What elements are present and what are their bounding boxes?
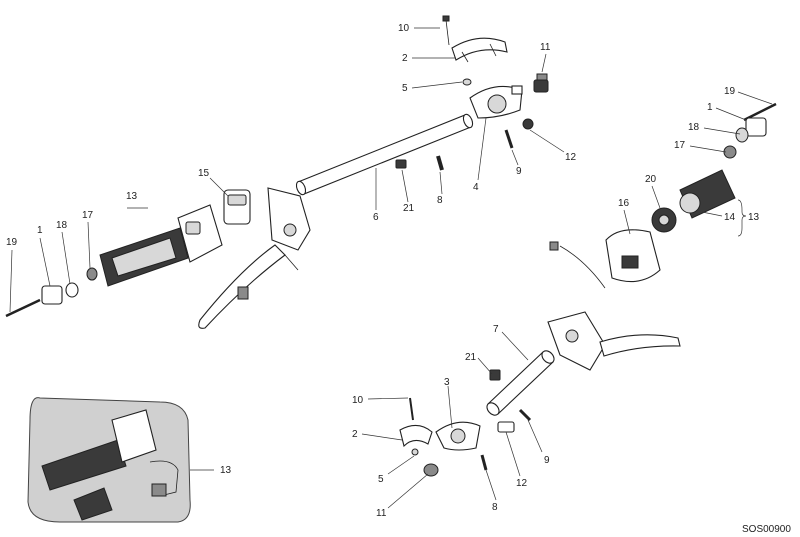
right-handlebar-assembly bbox=[399, 102, 777, 477]
callout-19-left: 19 bbox=[6, 237, 18, 248]
callout-21-top: 21 bbox=[403, 203, 415, 214]
callout-21-bottom: 21 bbox=[465, 352, 477, 363]
ring-20 bbox=[651, 207, 677, 233]
callout-labels: 10 2 5 11 12 9 4 8 21 6 15 13 19 1 18 17… bbox=[6, 23, 760, 519]
callout-13-inset: 13 bbox=[220, 465, 232, 476]
callout-15: 15 bbox=[198, 168, 210, 179]
nut-top bbox=[522, 118, 534, 130]
switch-block-15 bbox=[223, 189, 251, 225]
insert-21-bottom bbox=[489, 369, 501, 381]
pin-top bbox=[462, 78, 472, 86]
callout-16: 16 bbox=[618, 198, 630, 209]
bar-end-right bbox=[723, 102, 777, 159]
insert-21-top bbox=[395, 159, 407, 169]
callout-9-top: 9 bbox=[516, 166, 522, 177]
right-switch-housing bbox=[549, 229, 661, 289]
pin-8-top bbox=[436, 155, 444, 171]
callout-4: 4 bbox=[473, 182, 479, 193]
callout-8-bottom: 8 bbox=[492, 502, 498, 513]
callout-11-top: 11 bbox=[540, 42, 551, 53]
callout-10-bottom: 10 bbox=[352, 395, 364, 406]
brake-lever-right bbox=[547, 311, 681, 371]
handlebar-tube-lower bbox=[486, 350, 555, 416]
callout-20: 20 bbox=[645, 174, 657, 185]
brake-lever-left bbox=[198, 187, 311, 329]
screw-top bbox=[442, 15, 450, 46]
inset-view bbox=[27, 397, 191, 523]
callout-2-top: 2 bbox=[402, 53, 408, 64]
clamp-set-lower bbox=[399, 397, 532, 477]
throttle-grip bbox=[679, 169, 736, 219]
callout-6: 6 bbox=[373, 212, 379, 223]
bar-end-left bbox=[5, 267, 98, 318]
callout-13-right: 13 bbox=[748, 212, 760, 223]
callout-17-left: 17 bbox=[82, 210, 94, 221]
callout-12-bottom: 12 bbox=[516, 478, 528, 489]
callout-7: 7 bbox=[493, 324, 499, 335]
callout-5-bottom: 5 bbox=[378, 474, 384, 485]
callout-17-right: 17 bbox=[674, 140, 686, 151]
drawing-code: SOS00900 bbox=[742, 524, 791, 535]
leader-lines bbox=[9, 27, 773, 509]
callout-2-bottom: 2 bbox=[352, 429, 358, 440]
bushing-top bbox=[533, 73, 549, 93]
left-handlebar-assembly bbox=[5, 15, 549, 329]
callout-18-left: 18 bbox=[56, 220, 68, 231]
clamp-upper-top bbox=[451, 37, 508, 63]
left-grip-switch bbox=[99, 204, 223, 287]
clamp-lower-top bbox=[469, 85, 523, 119]
callout-19-right: 19 bbox=[724, 86, 736, 97]
callout-10-top: 10 bbox=[398, 23, 410, 34]
callout-14: 14 bbox=[724, 212, 736, 223]
callout-5-top: 5 bbox=[402, 83, 408, 94]
callout-1-left: 1 bbox=[37, 225, 43, 236]
callout-12-top: 12 bbox=[565, 152, 577, 163]
callout-11-bottom: 11 bbox=[376, 508, 387, 519]
callout-8-top: 8 bbox=[437, 195, 443, 206]
callout-18-right: 18 bbox=[688, 122, 700, 133]
pin-9-top bbox=[504, 129, 514, 149]
callout-1-right: 1 bbox=[707, 102, 713, 113]
callout-3: 3 bbox=[444, 377, 450, 388]
handlebar-tube-upper bbox=[295, 113, 474, 196]
callout-13-left: 13 bbox=[126, 191, 138, 202]
callout-9-bottom: 9 bbox=[544, 455, 550, 466]
